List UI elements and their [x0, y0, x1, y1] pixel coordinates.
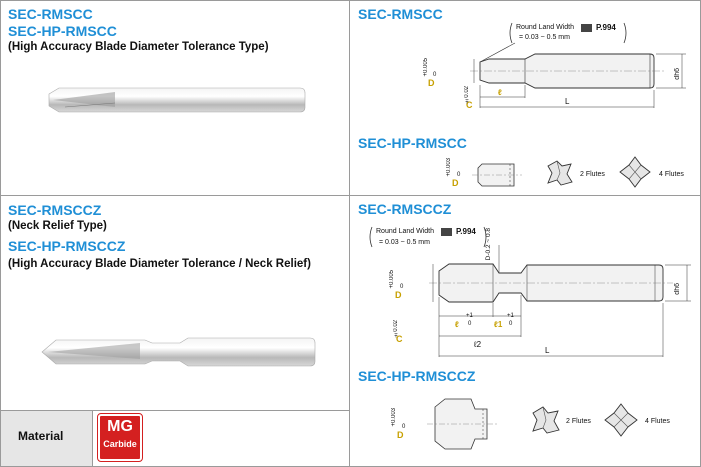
z-dim-d-label: D [395, 290, 402, 300]
reference-icon-2 [441, 228, 452, 236]
product-code-sec-hp-rmscc: SEC-HP-RMSCC [8, 23, 117, 39]
product-code-sec-hp-rmsccz: SEC-HP-RMSCCZ [8, 238, 126, 254]
reference-icon [581, 24, 592, 32]
bottom-left-panel: SEC-RMSCCZ (Neck Relief Type) SEC-HP-RMS… [8, 202, 343, 274]
drawing-title-sec-hp-rmsccz: SEC-HP-RMSCCZ [358, 368, 476, 384]
dim-l-small: ℓ [498, 88, 502, 97]
z-four-flutes-label: 4 Flutes [645, 418, 670, 425]
round-land-note-bracket-2 [369, 226, 487, 248]
dim-l-total: L [565, 97, 570, 106]
z-dim-d-tolerance: +0.005 [389, 270, 395, 289]
top-left-panel: SEC-RMSCC SEC-HP-RMSCC (High Accuracy Bl… [8, 6, 348, 55]
dim-d-label: D [428, 78, 435, 88]
drawing-title-sec-rmscc: SEC-RMSCC [358, 6, 443, 22]
material-row [1, 410, 349, 466]
z-hp-dim-d-tolerance-zero: 0 [402, 424, 406, 430]
product-code-sec-rmsccz: SEC-RMSCCZ [8, 202, 102, 218]
dim-d-tolerance-zero: 0 [433, 72, 437, 78]
drawing-title-sec-hp-rmscc: SEC-HP-RMSCC [358, 135, 467, 151]
hp-dim-d-tolerance-zero: 0 [457, 172, 461, 178]
badge-carbide: Carbide [103, 439, 137, 449]
product-code-sec-rmscc: SEC-RMSCC [8, 6, 93, 22]
four-flute-icon [619, 156, 651, 188]
z-dim-l-total: L [545, 346, 550, 355]
tool-image-neck-relief [41, 337, 316, 367]
round-land-note-text-2: Round Land Width [376, 228, 434, 235]
two-flutes-label: 2 Flutes [580, 171, 605, 178]
product-description: (High Accuracy Blade Diameter Tolerance … [8, 41, 269, 53]
z-dim-l-tol0: 0 [468, 321, 472, 327]
z-dim-l1-tol: +1 [507, 313, 514, 319]
drawing-title-sec-rmsccz: SEC-RMSCCZ [358, 201, 452, 217]
column-divider [349, 0, 350, 467]
product-description-hp-neck-relief: (High Accuracy Blade Diameter Tolerance … [8, 258, 311, 270]
hp-dim-d-label: D [452, 178, 459, 188]
z-hp-dim-d-tolerance: +0.003 [391, 408, 397, 427]
dim-d-tolerance: +0.005 [423, 58, 429, 77]
z-two-flutes-label: 2 Flutes [566, 418, 591, 425]
dim-dh6: dh6 [674, 68, 681, 80]
drawing-hp-head[interactable] [470, 160, 530, 190]
material-label: Material [18, 429, 64, 443]
round-land-range: = 0.03 ~ 0.5 mm [519, 34, 570, 41]
two-flute-icon [547, 160, 573, 186]
reference-page-2: P.994 [456, 227, 476, 236]
z-dim-l1-tol0: 0 [509, 321, 513, 327]
badge-mg: MG [107, 418, 133, 435]
z-dim-d-tolerance-zero: 0 [400, 284, 404, 290]
round-land-note-text: Round Land Width [516, 24, 574, 31]
hp-dim-d-tolerance: +0.003 [446, 158, 452, 177]
z-dim-l2: ℓ2 [474, 340, 482, 349]
round-land-note-bracket [509, 22, 627, 44]
z-dim-dh6: dh6 [674, 283, 681, 295]
dim-c-label: C [466, 100, 473, 110]
mg-carbide-badge: MG Carbide [97, 413, 143, 462]
four-flutes-label: 4 Flutes [659, 171, 684, 178]
z-two-flute-icon [532, 406, 560, 434]
material-label-cell [1, 411, 93, 466]
z-dim-l: ℓ [455, 320, 459, 329]
z-dim-c-label: C [396, 334, 403, 344]
dim-c-tolerance: ±0.02 [464, 86, 470, 104]
drawing-straight-tool[interactable] [440, 40, 690, 120]
z-dim-l1: ℓ1 [494, 320, 503, 329]
tool-image-straight [48, 87, 306, 113]
z-dim-c-tolerance: ±0.02 [393, 320, 399, 338]
z-four-flute-icon [604, 403, 638, 437]
drawing-neck-relief-tool[interactable] [405, 245, 695, 365]
z-dim-l-tol: +1 [466, 313, 473, 319]
row-divider [0, 195, 701, 196]
z-hp-dim-d-label: D [397, 430, 404, 440]
round-land-range-2: = 0.03 ~ 0.5 mm [379, 239, 430, 246]
reference-page: P.994 [596, 23, 616, 32]
drawing-hp-neck-head[interactable] [425, 395, 500, 455]
product-description-neck-relief: (Neck Relief Type) [8, 220, 107, 232]
